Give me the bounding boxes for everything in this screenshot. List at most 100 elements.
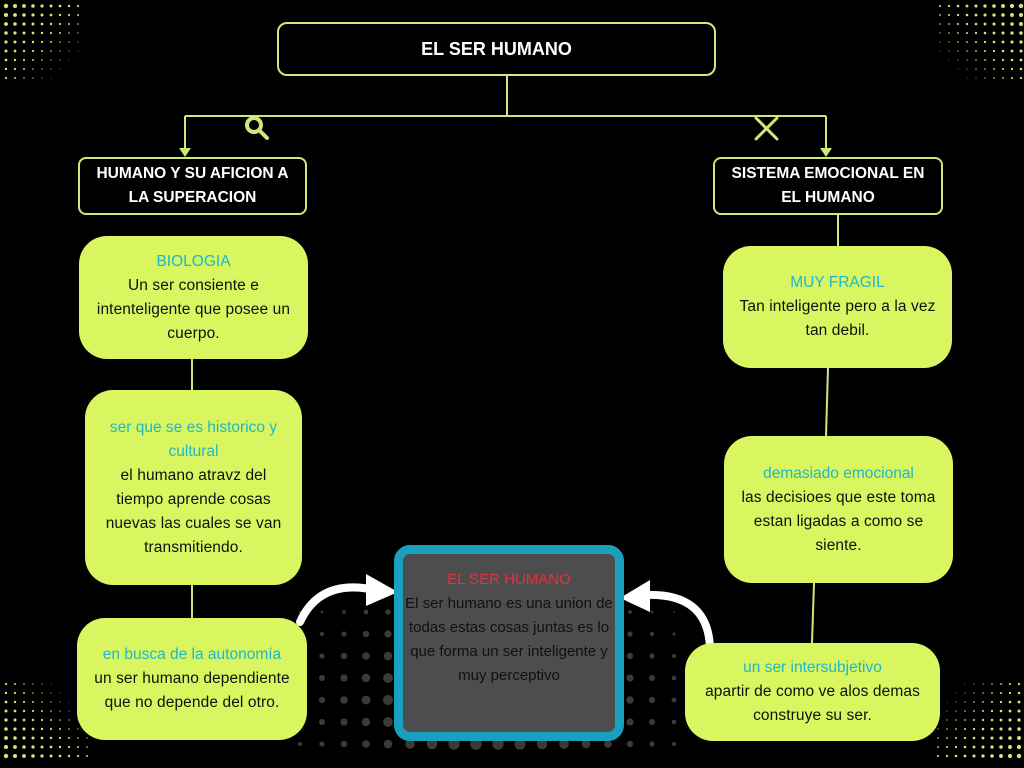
decor-dot: [974, 13, 978, 17]
decor-dot: [1001, 58, 1005, 62]
decor-dot: [59, 719, 61, 721]
decor-dot: [972, 736, 976, 740]
decor-dot: [77, 23, 79, 25]
decor-dot: [492, 738, 504, 750]
decor-dot: [1010, 58, 1014, 62]
decor-dot: [581, 739, 591, 749]
decor-dot: [50, 50, 52, 52]
left-curved-arrow: [296, 574, 398, 626]
card-demasiado-emocional: demasiado emocional las decisioes que es…: [724, 436, 953, 583]
decor-dot: [536, 738, 548, 750]
right-arrowhead: [820, 148, 832, 157]
decor-dot: [50, 41, 52, 43]
decor-dot: [993, 77, 995, 79]
decor-dot: [999, 736, 1003, 740]
decor-dot: [31, 49, 35, 53]
decor-dot: [68, 701, 70, 703]
decor-dot: [59, 710, 61, 712]
decor-dot: [22, 700, 26, 704]
decor-dot: [626, 696, 634, 704]
decor-dot: [50, 59, 52, 61]
decor-dot: [955, 701, 957, 703]
decor-dot: [13, 700, 17, 704]
decor-dot: [1008, 691, 1012, 695]
decor-dot: [514, 738, 526, 750]
decor-dot: [974, 31, 978, 35]
decor-dot: [964, 719, 966, 721]
decor-dot: [31, 727, 35, 731]
decor-dot: [1010, 76, 1014, 80]
decor-dot: [22, 22, 26, 26]
decor-dot: [965, 22, 969, 26]
decor-dot: [984, 59, 986, 61]
decor-dot: [982, 683, 984, 685]
decor-dot: [340, 740, 348, 748]
title-box: EL SER HUMANO: [277, 22, 716, 76]
decor-dot: [58, 4, 62, 8]
magnifier-icon: [245, 116, 269, 140]
decor-dot: [1016, 753, 1022, 759]
decor-dot: [975, 68, 977, 70]
decor-dot: [22, 31, 26, 35]
decor-dot: [1019, 31, 1023, 35]
decor-dot: [1017, 700, 1021, 704]
decor-dot: [946, 719, 948, 721]
decor-dot: [12, 753, 18, 759]
decor-dot: [954, 745, 958, 749]
decor-dot: [966, 50, 968, 52]
decor-dot: [3, 3, 9, 9]
decor-dot: [948, 41, 950, 43]
decor-dot: [4, 67, 8, 71]
decor-dot: [964, 710, 966, 712]
decor-dot: [59, 50, 61, 52]
decor-dot: [1017, 727, 1021, 731]
decor-dot: [68, 59, 70, 61]
card-title: ser que se es historico y cultural: [109, 418, 278, 460]
card-muy-fragil: MUY FRAGIL Tan inteligente pero a la vez…: [723, 246, 952, 368]
decor-dot: [938, 4, 942, 8]
decor-dot: [937, 728, 939, 730]
decor-dot: [320, 610, 324, 614]
decor-dot: [1001, 31, 1005, 35]
decor-dot: [31, 754, 35, 758]
card-body: el humano atravz del tiempo aprende cosa…: [105, 466, 282, 556]
decor-dot: [1008, 682, 1012, 686]
decor-dot: [67, 4, 71, 8]
decor-dot: [981, 727, 985, 731]
branch-right-box: SISTEMA EMOCIONAL EN EL HUMANO: [713, 157, 943, 215]
card-title: BIOLOGIA: [156, 252, 231, 270]
decor-dot: [31, 718, 35, 722]
decor-dot: [31, 31, 35, 35]
decor-dot: [13, 745, 17, 749]
decor-dot: [426, 738, 438, 750]
decor-dot: [67, 754, 71, 758]
card-biologia: BIOLOGIA Un ser consiente e intenteligen…: [79, 236, 308, 359]
decor-dot: [59, 32, 61, 34]
decor-dot: [77, 32, 79, 34]
decor-dot: [4, 49, 8, 53]
decor-dot: [947, 13, 951, 17]
card-autonomia: en busca de la autonomía un ser humano d…: [77, 618, 307, 740]
card-historico-cultural: ser que se es historico y cultural el hu…: [85, 390, 302, 585]
decor-dot: [948, 59, 950, 61]
corner-dot-patterns: [3, 3, 1024, 759]
decor-dot: [673, 611, 675, 613]
decor-dot: [77, 14, 79, 16]
card-body: Tan inteligente pero a la vez tan debil.: [739, 298, 936, 339]
decor-dot: [22, 13, 26, 17]
decor-dot: [965, 4, 969, 8]
decor-dot: [628, 610, 632, 614]
decor-dot: [626, 718, 634, 726]
decor-dot: [13, 49, 17, 53]
decor-dot: [361, 673, 371, 683]
right-chain-line-1: [825, 367, 829, 437]
decor-dot: [68, 719, 70, 721]
decor-dot: [671, 697, 677, 703]
center-summary-box: EL SER HUMANO El ser humano es una union…: [394, 545, 624, 741]
decor-dot: [965, 31, 969, 35]
decor-dot: [40, 718, 44, 722]
decor-dot: [956, 22, 960, 26]
decor-dot: [32, 701, 34, 703]
decor-dot: [340, 718, 348, 726]
